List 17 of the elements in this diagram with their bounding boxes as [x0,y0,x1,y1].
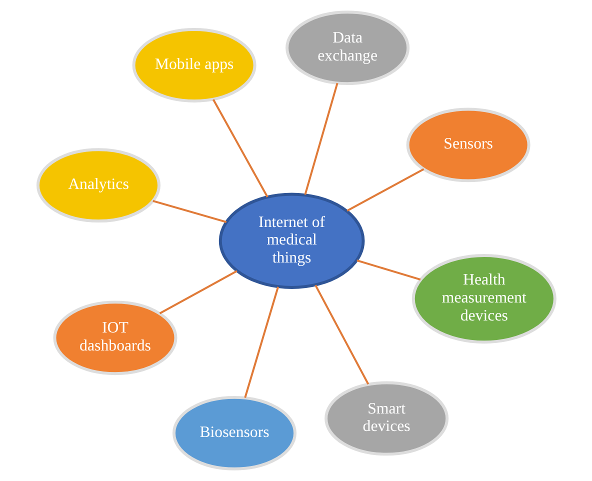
connector [304,82,338,195]
node-ellipse: Health measurement devices [411,254,556,344]
node-ellipse: Biosensors [172,396,296,470]
node-ellipse: IOT dashboards [52,300,177,376]
node-ellipse: Analytics [36,148,160,223]
connector [356,260,420,281]
connector [212,98,268,198]
node-ellipse: Data exchange [285,10,410,86]
node-ellipse: Internet of medical things [218,192,364,289]
node-ellipse: Smart devices [324,381,448,456]
connector [314,284,369,385]
connector [346,168,424,212]
connector [158,270,237,314]
node-ellipse: Mobile apps [132,28,256,102]
connector [152,200,226,223]
connector [244,286,279,398]
node-ellipse: Sensors [406,108,530,182]
